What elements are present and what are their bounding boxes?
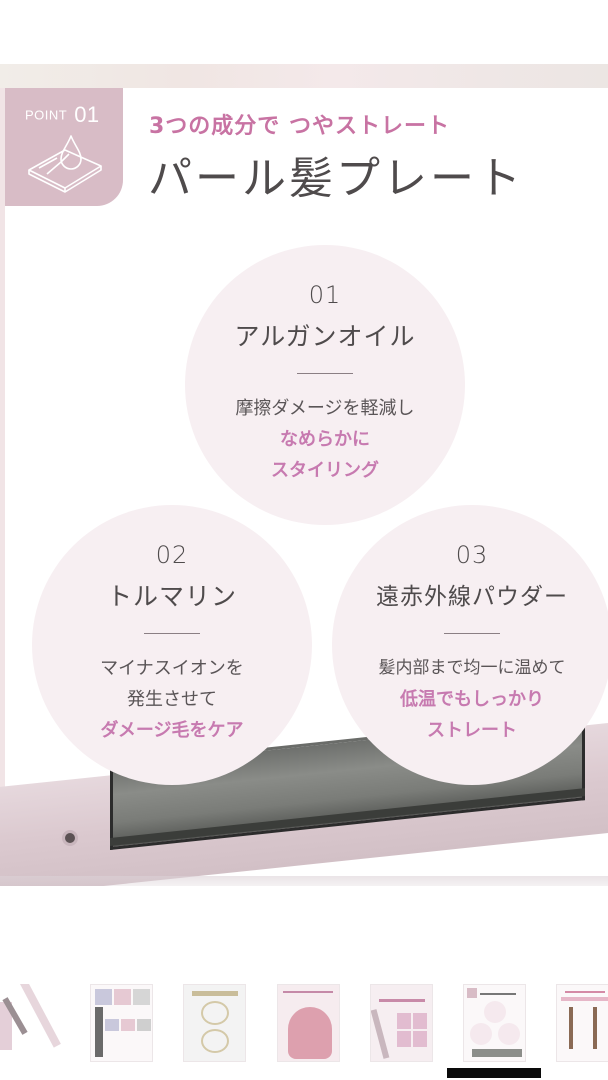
ingredient-number: 02 <box>155 541 189 569</box>
description-text: 発生させて <box>127 689 217 710</box>
thumbnail-pearl-plate-ingredients[interactable] <box>463 984 526 1062</box>
ingredient-number: 03 <box>455 541 489 569</box>
point-word: POINT <box>25 107 68 123</box>
swatch <box>95 989 112 1005</box>
thumbnail-strip <box>0 978 608 1080</box>
divider <box>297 373 353 374</box>
ingredient-circle-1: 01 アルガンオイル 摩擦ダメージを軽減し なめらかに スタイリング <box>185 245 465 525</box>
point-badge: POINT 01 <box>5 88 123 206</box>
row-header <box>95 1007 103 1057</box>
thumbnail-before-after[interactable] <box>556 984 608 1062</box>
description-text: 摩擦ダメージを軽減し <box>235 398 415 419</box>
feature-box <box>413 1013 427 1029</box>
highlight-text: ダメージ毛をケア <box>100 720 244 741</box>
mini-circle <box>470 1023 492 1045</box>
subtitle: 3つの成分で つやストレート <box>149 114 450 139</box>
ingredient-name: トルマリン <box>106 582 237 611</box>
description-text: マイナスイオンを <box>100 658 244 679</box>
thumbnail-pearl-hair[interactable] <box>277 984 340 1062</box>
hair-strand <box>593 1007 597 1049</box>
thumbnail-award[interactable] <box>183 984 246 1062</box>
swatch <box>114 989 131 1005</box>
ingredient-description: 髪内部まで均一に温めて 低温でもしっかり ストレート <box>332 653 608 746</box>
ingredient-name: 遠赤外線パウダー <box>376 584 568 610</box>
highlight-text: 低温でもしっかり <box>400 689 544 710</box>
swatch <box>105 1019 119 1031</box>
title: パール髪プレート <box>148 153 524 204</box>
highlight-text: スタイリング <box>271 460 379 481</box>
box-shape <box>0 1002 12 1050</box>
ingredient-circle-2: 02 トルマリン マイナスイオンを 発生させて ダメージ毛をケア <box>32 505 312 785</box>
feature-box <box>397 1031 411 1047</box>
text-line <box>565 991 605 993</box>
ingredient-description: マイナスイオンを 発生させて ダメージ毛をケア <box>32 653 312 746</box>
thumbnail-pearl-plate-features[interactable] <box>370 984 433 1062</box>
swatch <box>133 989 150 1005</box>
thumbnail-product-photo[interactable] <box>0 984 61 1062</box>
mini-circle <box>498 1023 520 1045</box>
highlight-text: ストレート <box>427 720 517 741</box>
banner <box>561 997 608 1001</box>
description-text: 髪内部まで均一に温めて <box>378 658 566 678</box>
active-thumbnail-indicator <box>447 1068 541 1078</box>
award-laurel <box>201 1029 229 1053</box>
text-line <box>379 999 425 1002</box>
swatch <box>137 1019 151 1031</box>
flat-iron-button <box>62 830 78 846</box>
feature-box <box>397 1013 411 1029</box>
left-border <box>0 88 5 886</box>
product-main-image: POINT 01 3つの成分で つやストレート パール髪プレート 01 アルガン… <box>0 64 608 886</box>
point-number: 01 <box>74 102 100 127</box>
text-line <box>480 993 516 995</box>
feature-box <box>413 1031 427 1047</box>
divider <box>144 633 200 634</box>
flat-iron-shadow <box>0 876 608 886</box>
hair-strand <box>569 1007 573 1049</box>
ingredient-description: 摩擦ダメージを軽減し なめらかに スタイリング <box>185 393 465 486</box>
point-label: POINT 01 <box>25 102 100 128</box>
swatch <box>121 1019 135 1031</box>
top-gradient-band <box>0 64 608 88</box>
text-line <box>283 991 333 993</box>
mini-circle <box>484 1001 506 1023</box>
ingredient-circle-3: 03 遠赤外線パウダー 髪内部まで均一に温めて 低温でもしっかり ストレート <box>332 505 608 785</box>
iron-shape <box>371 1009 390 1059</box>
ingredient-name: アルガンオイル <box>234 322 416 351</box>
hair-shape <box>288 1007 332 1059</box>
plate-droplet-icon <box>28 135 102 193</box>
award-laurel <box>201 1001 229 1025</box>
ingredient-number: 01 <box>308 281 342 309</box>
award-banner <box>192 991 238 996</box>
divider <box>444 633 500 634</box>
mini-iron <box>472 1049 522 1057</box>
iron-arm-shape <box>20 984 61 1048</box>
thumbnail-color-comparison[interactable] <box>90 984 153 1062</box>
highlight-text: なめらかに <box>280 429 370 450</box>
mini-badge <box>467 988 477 998</box>
